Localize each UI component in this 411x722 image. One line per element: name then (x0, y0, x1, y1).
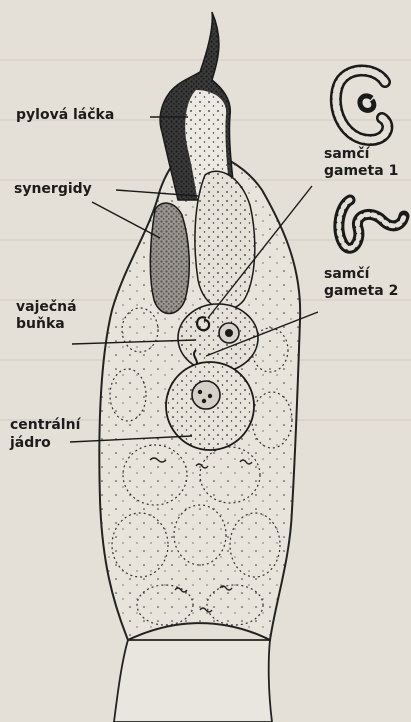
label-pollen-tube: pylová láčka (16, 107, 114, 124)
label-male-gamete-1-line1: samčí (324, 146, 369, 163)
label-male-gamete-2-line2: gameta 2 (324, 283, 398, 300)
label-male-gamete-1-line2: gameta 1 (324, 163, 398, 180)
label-egg-cell-line2: buňka (16, 316, 65, 333)
egg-cell (178, 304, 258, 372)
male-gamete-1-detail (336, 70, 388, 140)
label-male-gamete-2-line1: samčí (324, 266, 369, 283)
label-synergids: synergidy (14, 181, 92, 198)
label-egg-cell-line1: vaječná (16, 299, 77, 316)
male-gamete-2-detail (339, 200, 404, 248)
stalk (114, 640, 272, 722)
label-central-nucleus-line1: centrální (10, 417, 80, 434)
label-central-nucleus-line2: jádro (10, 435, 51, 452)
